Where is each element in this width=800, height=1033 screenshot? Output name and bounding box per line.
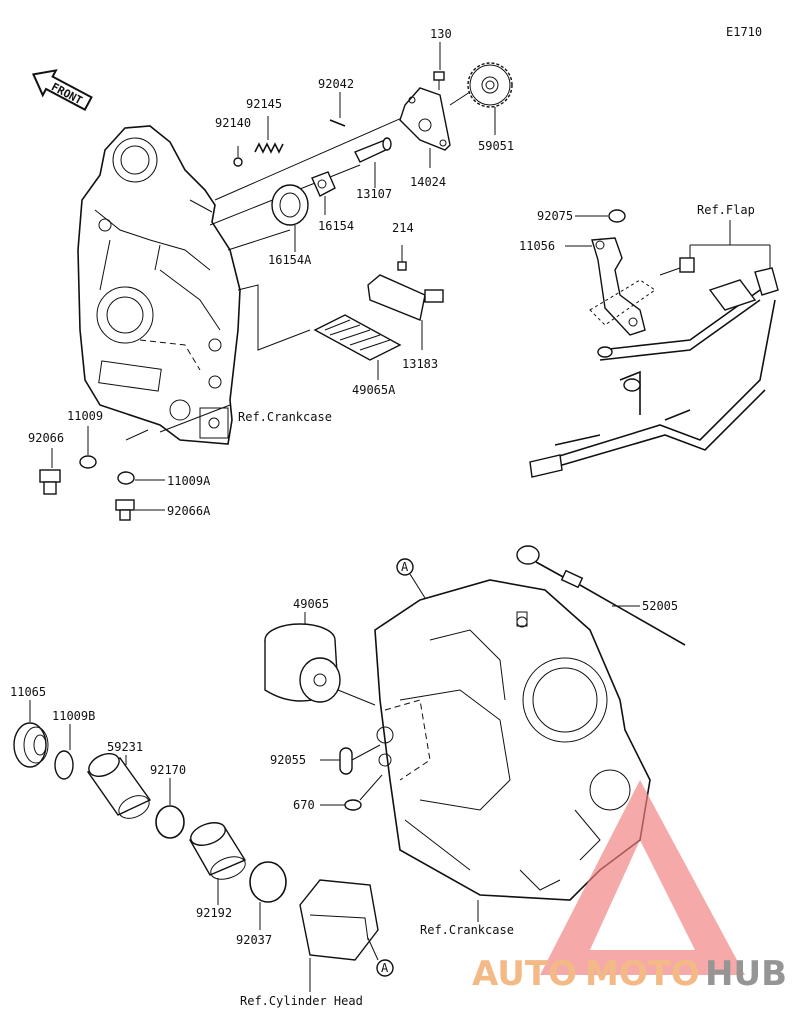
label-52005: 52005	[642, 599, 678, 613]
label-59051: 59051	[478, 139, 514, 153]
front-arrow-icon: FRONT	[31, 69, 93, 112]
leader-line	[227, 229, 291, 251]
plug-92066	[39, 469, 61, 495]
marker-a-top-label: A	[401, 560, 409, 574]
label-11065: 11065	[10, 685, 46, 699]
oring-92055	[339, 747, 353, 775]
label-92192: 92192	[196, 906, 232, 920]
pin-92042	[329, 119, 346, 127]
label-11056: 11056	[519, 239, 555, 253]
marker-a-bottom-label: A	[381, 961, 389, 975]
label-92066: 92066	[28, 431, 64, 445]
washer-11009A	[117, 471, 135, 485]
oil-filter-49065	[264, 623, 341, 703]
label-214: 214	[392, 221, 414, 235]
label-16154A: 16154A	[268, 253, 312, 267]
logo-text-auto: AUTO	[472, 954, 577, 994]
label-49065: 49065	[293, 597, 329, 611]
label-14024: 14024	[410, 175, 446, 189]
label-13107: 13107	[356, 187, 392, 201]
flap-bracket	[529, 209, 779, 478]
leader-line	[125, 429, 149, 441]
clamp-92170	[155, 805, 185, 839]
ref-flap: Ref.Flap	[697, 203, 755, 217]
label-92140: 92140	[215, 116, 251, 130]
label-13183: 13183	[402, 357, 438, 371]
leader-line	[159, 404, 231, 433]
label-92075: 92075	[537, 209, 573, 223]
shaft-13107	[354, 137, 392, 163]
pipe-59231	[86, 752, 152, 819]
gear-case-cover	[77, 125, 241, 445]
screen-49065A	[313, 314, 402, 361]
marker-a-bottom	[376, 959, 394, 977]
oring-670	[344, 799, 362, 811]
label-92145: 92145	[246, 97, 282, 111]
bearing-11065	[13, 722, 49, 768]
plate-14024	[399, 87, 451, 151]
dipstick-52005	[516, 545, 686, 646]
ref-cylinder-head: Ref.Cylinder Head	[240, 994, 363, 1008]
washer-11009	[79, 455, 97, 469]
ref-crankcase-bottom: Ref.Crankcase	[420, 923, 514, 937]
rotor-16154A	[271, 184, 309, 226]
plate-13183	[367, 274, 444, 321]
leader-line	[214, 109, 421, 201]
cap-92075	[608, 209, 626, 223]
rotor-16154	[311, 171, 336, 197]
automotohub-logo: AUTO MOTO HUB	[472, 780, 787, 994]
screw-214	[397, 245, 407, 271]
spring-92145	[254, 142, 284, 154]
ball-92140	[233, 157, 243, 167]
bolt-130	[433, 71, 445, 90]
logo-text-moto: MOTO	[585, 954, 700, 994]
label-92037: 92037	[236, 933, 272, 947]
label-11009A: 11009A	[167, 474, 211, 488]
gear-59051	[467, 62, 513, 108]
label-16154: 16154	[318, 219, 354, 233]
logo-text-hub: HUB	[705, 954, 787, 994]
hose-92192	[188, 822, 247, 880]
label-92055: 92055	[270, 753, 306, 767]
washer-11009B	[54, 750, 74, 780]
label-92170: 92170	[150, 763, 186, 777]
ref-crankcase-top: Ref.Crankcase	[238, 410, 332, 424]
label-92066A: 92066A	[167, 504, 211, 518]
duct-cover	[299, 879, 379, 961]
label-59231: 59231	[107, 740, 143, 754]
label-130: 130	[430, 27, 452, 41]
clamp-92037	[249, 861, 287, 903]
label-11009B: 11009B	[52, 709, 95, 723]
marker-a-top	[396, 558, 414, 576]
label-92042: 92042	[318, 77, 354, 91]
label-670: 670	[293, 798, 315, 812]
leader-line	[237, 284, 311, 351]
label-49065A: 49065A	[352, 383, 396, 397]
label-11009: 11009	[67, 409, 103, 423]
diagram-code: E1710	[726, 25, 762, 39]
plug-92066A	[115, 499, 135, 521]
